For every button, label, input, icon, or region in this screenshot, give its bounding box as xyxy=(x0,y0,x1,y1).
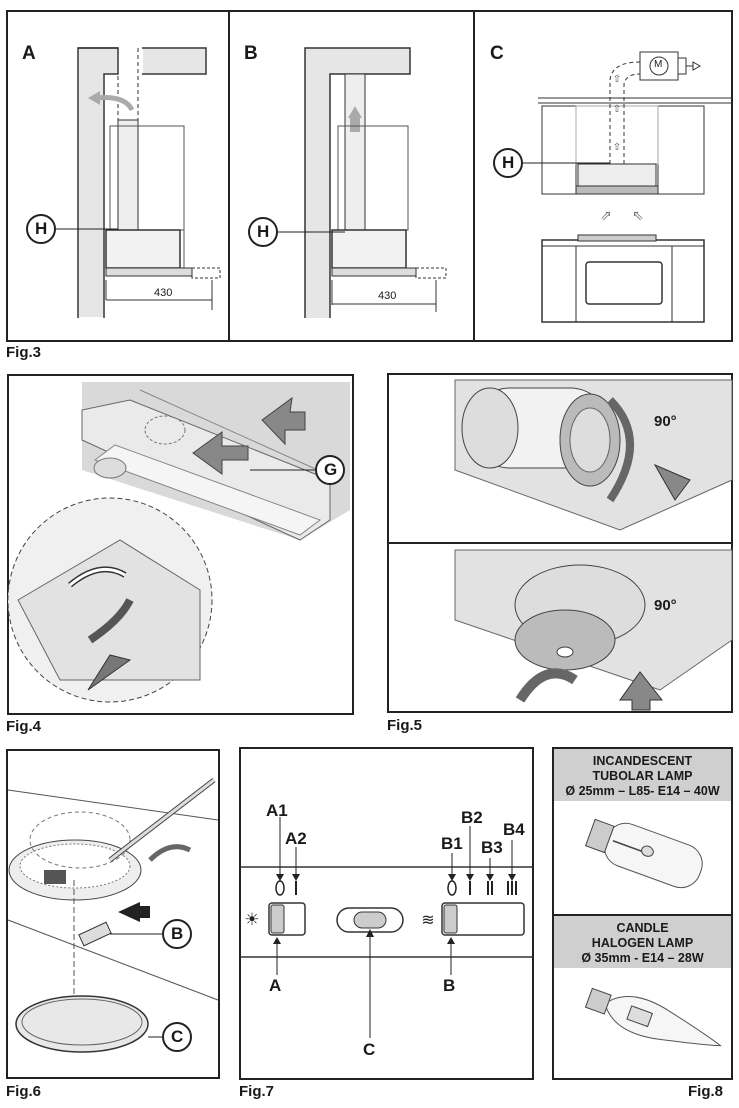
fig3-dim-b: 430 xyxy=(378,290,397,302)
lamp2-line3: Ø 35mm - E14 – 28W xyxy=(581,951,704,965)
lamp2-line1: CANDLE xyxy=(616,921,669,935)
lamp1-line3: Ø 25mm – L85- E14 – 40W xyxy=(565,784,720,798)
fig3-motor-label: M xyxy=(654,59,663,70)
fig8-caption: Fig.8 xyxy=(688,1083,724,1100)
fig5-caption: Fig.5 xyxy=(387,717,423,734)
lamp2-line2: HALOGEN LAMP xyxy=(591,936,694,950)
fig5-panel xyxy=(387,373,733,713)
fig7-b2: B2 xyxy=(461,808,483,827)
fig7-a1: A1 xyxy=(266,801,288,820)
fig5-angle-bottom: 90° xyxy=(654,597,677,614)
fig4-panel xyxy=(7,374,354,715)
fig7-a: A xyxy=(269,976,282,995)
fig3-panel-a-label: A xyxy=(22,43,36,64)
fig6-panel xyxy=(6,749,220,1079)
fig3-panel-c-label: C xyxy=(490,43,504,64)
fig7-b: B xyxy=(443,976,456,995)
fig6-caption: Fig.6 xyxy=(6,1083,42,1100)
fig7-b4: B4 xyxy=(503,820,525,839)
fig7-b3: B3 xyxy=(481,838,503,857)
fig7-c: C xyxy=(363,1040,376,1059)
fig5-angle-top: 90° xyxy=(654,413,677,430)
lamp1-line2: TUBOLAR LAMP xyxy=(592,769,693,783)
fig6-marker-c: C xyxy=(171,1027,184,1046)
fig6-marker-b: B xyxy=(171,924,184,943)
fig3-panel xyxy=(6,10,733,342)
fig3-marker-h-a: H xyxy=(35,219,48,238)
fig3-caption: Fig.3 xyxy=(6,344,42,361)
lamp2-header: CANDLE HALOGEN LAMP Ø 35mm - E14 – 28W xyxy=(554,914,731,968)
fig4-caption: Fig.4 xyxy=(6,718,42,735)
fig7-b1: B1 xyxy=(441,834,463,853)
fig7-caption: Fig.7 xyxy=(239,1083,275,1100)
lamp1-header: INCANDESCENT TUBOLAR LAMP Ø 25mm – L85- … xyxy=(554,749,731,801)
fig3-panel-b-label: B xyxy=(244,43,258,64)
fig7-panel xyxy=(239,747,534,1080)
fig7-a2: A2 xyxy=(285,829,307,848)
fig3-marker-h-b: H xyxy=(257,222,270,241)
fig4-marker-g: G xyxy=(324,460,338,479)
fig3-marker-h-c: H xyxy=(502,153,515,172)
lamp1-line1: INCANDESCENT xyxy=(592,754,693,768)
fig3-dim-a: 430 xyxy=(154,287,173,299)
